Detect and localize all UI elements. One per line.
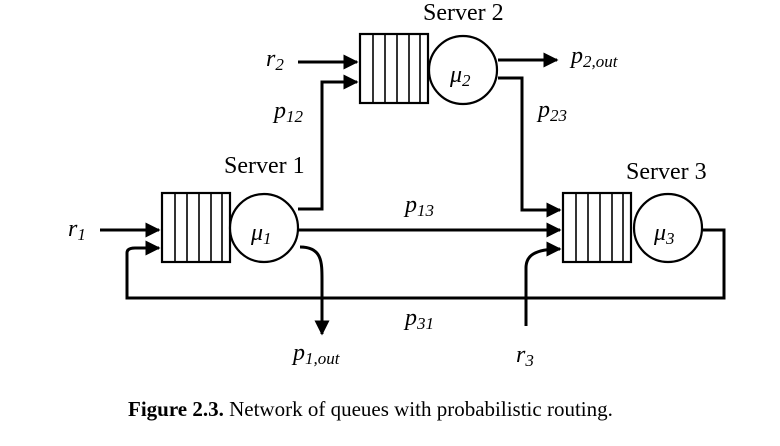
- figure-caption: Figure 2.3. Network of queues with proba…: [128, 397, 613, 421]
- queue-2: [358, 32, 430, 105]
- p31-feedback-arrow: [125, 228, 726, 300]
- r1-label: r1: [68, 216, 86, 244]
- p12-route-arrow: [298, 74, 359, 211]
- queue-1: [160, 191, 232, 264]
- server-1-title: Server 1: [224, 153, 305, 179]
- p23-label: p23: [536, 97, 567, 125]
- p1out-label: p1,out: [291, 340, 341, 368]
- figure-caption-label: Figure 2.3.: [128, 397, 224, 421]
- r2-label: r2: [266, 46, 284, 74]
- p12-label: p12: [272, 98, 304, 126]
- r3-arrival-arrow: [524, 241, 562, 326]
- p13-label: p13: [403, 192, 434, 220]
- server-3-circle: [632, 192, 704, 264]
- server-2-circle: [427, 34, 499, 106]
- server-3: [561, 191, 704, 264]
- p31-label: p31: [403, 305, 434, 333]
- queue-3: [561, 191, 633, 264]
- server-1-rate: μ1: [250, 220, 272, 248]
- p23-route-arrow: [498, 76, 562, 218]
- p2out-label: p2,out: [569, 43, 619, 71]
- server-2-rate: μ2: [449, 62, 471, 90]
- server-2-title: Server 2: [423, 0, 504, 26]
- server-3-rate: μ3: [653, 220, 675, 248]
- figure-caption-text: Network of queues with probabilistic rou…: [229, 397, 613, 421]
- server-3-title: Server 3: [626, 159, 707, 185]
- server-2: [358, 32, 499, 106]
- p1out-exit-arrow: [299, 245, 330, 336]
- r3-label: r3: [516, 342, 534, 370]
- server-1: [160, 191, 300, 264]
- server-1-circle: [228, 192, 300, 264]
